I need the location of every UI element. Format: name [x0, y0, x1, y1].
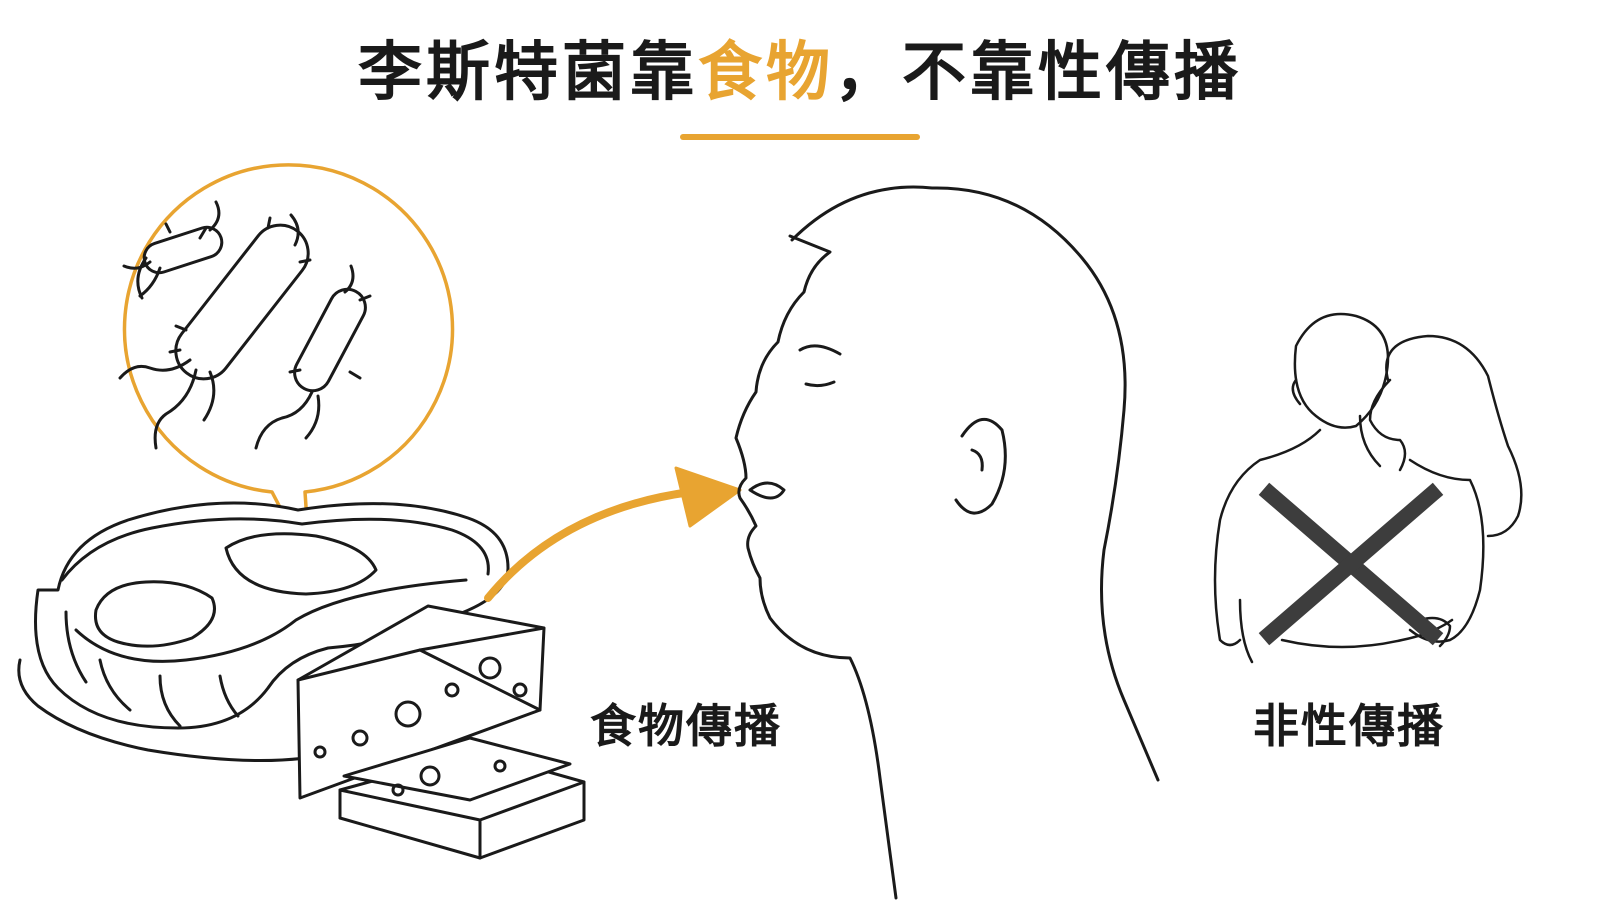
title-part-1: 李斯特菌靠 [358, 36, 698, 110]
bacterium-medium-icon [254, 264, 372, 450]
couple-icon [1213, 312, 1523, 664]
person-head-icon [734, 185, 1160, 900]
title-underline [680, 134, 920, 140]
cross-icon [1258, 482, 1444, 646]
title-highlight: 食物 [698, 36, 834, 110]
bacteria-magnifier-icon [118, 163, 455, 567]
food-transmission-label: 食物傳播 [590, 699, 782, 753]
bacterium-small-icon [122, 200, 224, 300]
page-title: 李斯特菌靠食物，不靠性傳播 [0, 28, 1600, 118]
bacterium-large-icon [118, 213, 312, 450]
meat-icon [17, 501, 510, 762]
cheese-icon [296, 604, 586, 860]
arrow-icon [484, 466, 742, 602]
non-sexual-transmission-label: 非性傳播 [1253, 699, 1445, 753]
title-part-2: ，不靠性傳播 [834, 36, 1242, 110]
